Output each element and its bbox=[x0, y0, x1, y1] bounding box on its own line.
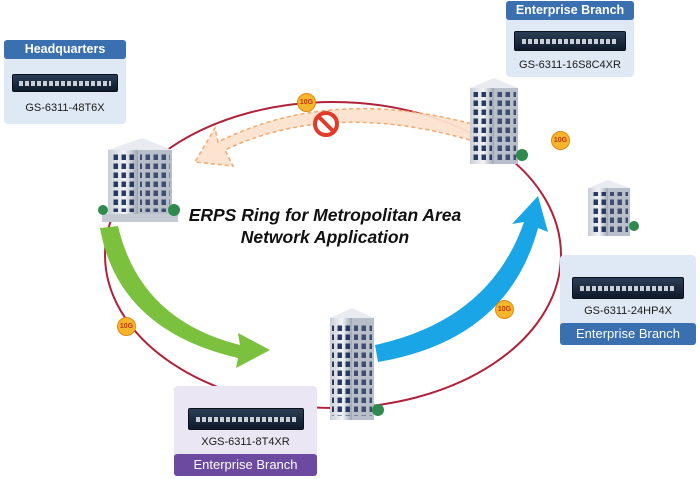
speed-badge-right: 10G bbox=[551, 131, 570, 150]
green-path-arrow bbox=[100, 226, 270, 368]
hq-model: GS-6311-48T6X bbox=[25, 102, 105, 114]
branch-right-card: GS-6311-24HP4X Enterprise Branch bbox=[560, 255, 696, 345]
branch-top-card: Enterprise Branch GS-6311-16S8C4XR bbox=[506, 1, 634, 77]
blue-path-arrow bbox=[375, 196, 548, 362]
hq-label: Headquarters bbox=[4, 40, 126, 59]
branch-right-building-icon bbox=[588, 180, 639, 236]
hq-building-icon bbox=[98, 138, 180, 222]
branch-bottom-switch-icon bbox=[188, 408, 304, 430]
branch-bottom-building-icon bbox=[330, 308, 384, 420]
branch-bottom-model: XGS-6311-8T4XR bbox=[201, 436, 290, 448]
branch-top-label: Enterprise Branch bbox=[506, 1, 634, 20]
speed-badge-top: 10G bbox=[297, 93, 316, 112]
branch-right-label: Enterprise Branch bbox=[560, 323, 696, 345]
speed-badge-bottom-left: 10G bbox=[117, 317, 136, 336]
branch-top-model: GS-6311-16S8C4XR bbox=[519, 59, 621, 71]
branch-bottom-card: XGS-6311-8T4XR Enterprise Branch bbox=[174, 386, 317, 476]
hq-switch-icon bbox=[12, 74, 118, 92]
branch-bottom-label: Enterprise Branch bbox=[174, 454, 317, 476]
branch-top-switch-icon bbox=[514, 31, 626, 51]
branch-right-switch-icon bbox=[572, 277, 684, 299]
speed-badge-bottom-right: 10G bbox=[495, 300, 514, 319]
branch-top-building-icon bbox=[470, 78, 528, 164]
branch-right-model: GS-6311-24HP4X bbox=[584, 305, 672, 317]
hq-card: Headquarters GS-6311-48T6X bbox=[4, 40, 126, 124]
blocked-link-icon bbox=[313, 111, 339, 137]
blocked-path-arrow bbox=[193, 107, 473, 167]
